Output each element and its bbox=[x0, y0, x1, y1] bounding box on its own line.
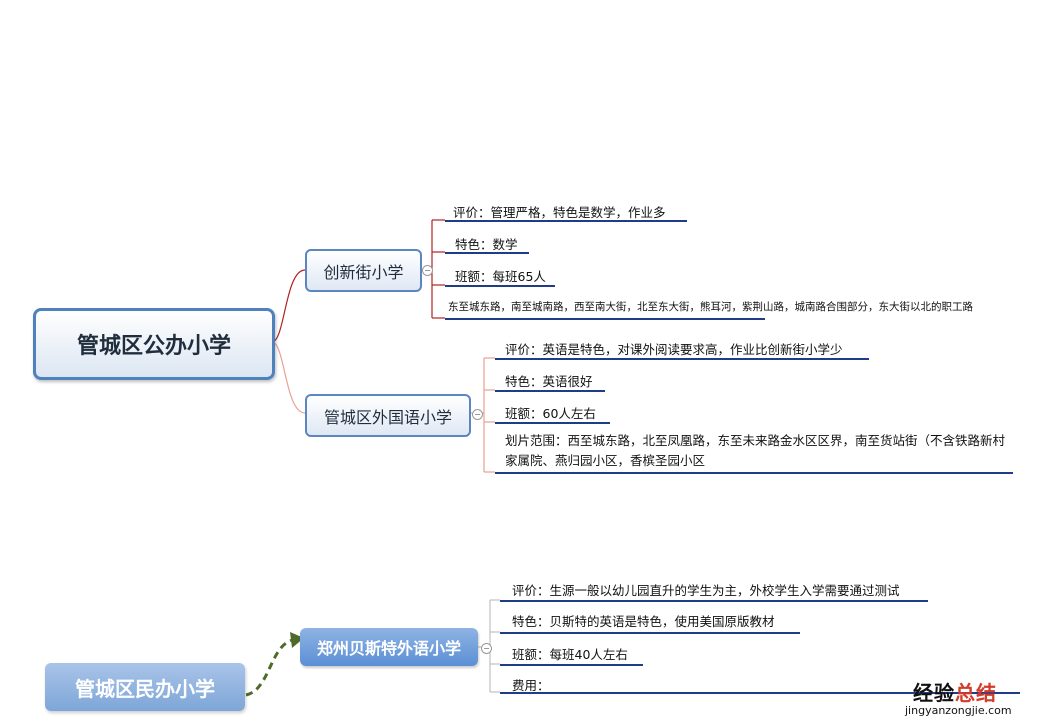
school-1-label: 创新街小学 bbox=[323, 262, 404, 282]
watermark-brand-prefix: 经验 bbox=[913, 681, 955, 705]
school-2-item-1: 评价：英语是特色，对课外阅读要求高，作业比创新街小学少 bbox=[505, 342, 843, 357]
school-1-item-2: 特色：数学 bbox=[455, 237, 518, 252]
root-public-label: 管城区公办小学 bbox=[76, 334, 231, 359]
school-2-item-2: 特色：英语很好 bbox=[505, 374, 593, 389]
underline bbox=[500, 692, 1020, 694]
collapse-toggle-icon[interactable]: − bbox=[422, 265, 433, 276]
private-item-3: 班额：每班40人左右 bbox=[512, 647, 628, 662]
underline bbox=[445, 220, 687, 222]
underline bbox=[500, 632, 800, 634]
collapse-toggle-icon[interactable]: − bbox=[472, 409, 483, 420]
school-2-item-4: 划片范围：西至城东路，北至凤凰路，东至未来路金水区区界，南至货站街（不含铁路新村… bbox=[505, 433, 1006, 468]
underline bbox=[445, 318, 765, 320]
school-node-1[interactable]: 创新街小学 bbox=[305, 249, 422, 292]
private-item-2: 特色：贝斯特的英语是特色，使用美国原版教材 bbox=[512, 614, 775, 629]
private-item-1: 评价：生源一般以幼儿园直升的学生为主，外校学生入学需要通过测试 bbox=[512, 583, 900, 598]
root-node-private[interactable]: 管城区民办小学 bbox=[45, 663, 245, 711]
underline bbox=[495, 472, 1013, 474]
school-2-label: 管城区外国语小学 bbox=[323, 407, 452, 427]
underline bbox=[495, 390, 605, 392]
school-1-item-3: 班额：每班65人 bbox=[455, 269, 546, 284]
watermark-brand-suffix: 总结 bbox=[955, 681, 997, 705]
underline bbox=[500, 600, 928, 602]
underline bbox=[445, 285, 555, 287]
dashed-arrow bbox=[245, 638, 294, 697]
link-root-school1 bbox=[271, 269, 306, 343]
school-node-private[interactable]: 郑州贝斯特外语小学 bbox=[300, 628, 478, 666]
private-item-4: 费用： bbox=[512, 678, 550, 693]
arrow-head-icon bbox=[290, 632, 304, 648]
school-1-item-4: 东至城东路，南至城南路，西至南大街，北至东大街，熊耳河，紫荆山路，城南路合围部分… bbox=[448, 301, 973, 313]
underline bbox=[495, 358, 869, 360]
root-node-public[interactable]: 管城区公办小学 bbox=[33, 308, 275, 380]
root-private-label: 管城区民办小学 bbox=[75, 676, 215, 701]
underline bbox=[495, 422, 610, 424]
school-2-item-3: 班额：60人左右 bbox=[505, 406, 596, 421]
school-node-2[interactable]: 管城区外国语小学 bbox=[305, 394, 471, 437]
school-1-item-1: 评价：管理严格，特色是数学，作业多 bbox=[453, 205, 666, 220]
watermark-url: jingyanzongjie.com bbox=[905, 704, 1012, 717]
private-school-label: 郑州贝斯特外语小学 bbox=[316, 639, 461, 658]
underline bbox=[445, 252, 529, 254]
collapse-toggle-icon[interactable]: − bbox=[481, 643, 492, 654]
underline bbox=[500, 664, 643, 666]
link-root-school2 bbox=[271, 341, 306, 414]
watermark-brand: 经验总结 bbox=[913, 677, 997, 706]
